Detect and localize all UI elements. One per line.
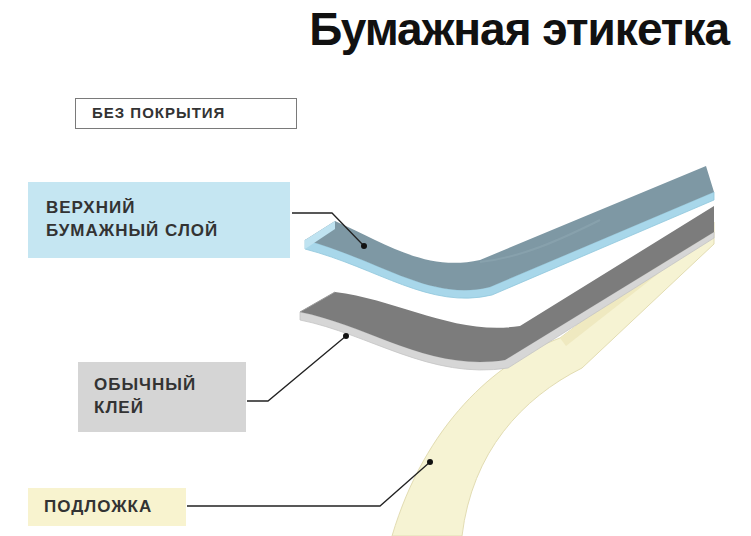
coating-tag: БЕЗ ПОКРЫТИЯ [75,98,297,129]
layer-label-text: ПОДЛОЖКА [44,496,152,519]
layer-label-box: ОБЫЧНЫЙ КЛЕЙ [78,362,246,432]
layer-label-text: ВЕРХНИЙ БУМАЖНЫЙ СЛОЙ [46,197,236,243]
leader-dots [343,243,433,465]
paper-layer [305,166,714,298]
layer-label-text: БЕЗ ПОКРЫТИЯ [92,103,225,123]
layer-label-text: ОБЫЧНЫЙ КЛЕЙ [94,374,224,420]
layer-label-box: ВЕРХНИЙ БУМАЖНЫЙ СЛОЙ [28,182,290,258]
page-title: Бумажная этикетка [309,2,729,56]
layer-label-box: ПОДЛОЖКА [28,488,186,526]
